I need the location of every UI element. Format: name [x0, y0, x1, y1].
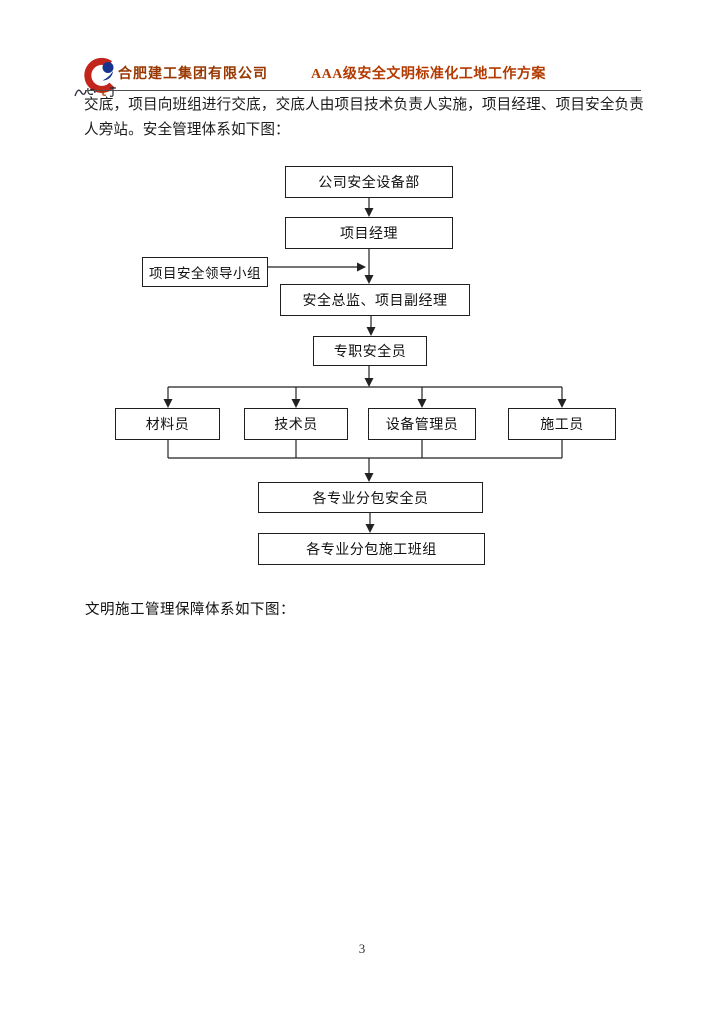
node-sub-construction-teams: 各专业分包施工班组	[258, 533, 485, 565]
node-material-clerk: 材料员	[115, 408, 220, 440]
header-divider	[85, 90, 641, 91]
node-project-manager: 项目经理	[285, 217, 453, 249]
company-logo-icon	[84, 57, 115, 93]
node-safety-director: 安全总监、项目副经理	[280, 284, 470, 316]
node-construction-worker: 施工员	[508, 408, 616, 440]
page-number: 3	[358, 941, 366, 956]
node-equipment-manager: 设备管理员	[368, 408, 476, 440]
node-safety-leading-group: 项目安全领导小组	[142, 257, 268, 287]
node-company-safety-dept: 公司安全设备部	[285, 166, 453, 198]
flowchart-connectors	[163, 198, 567, 533]
body-paragraph: 交底，项目向班组进行交底，交底人由项目技术负责人实施，项目经理、项目安全负责人旁…	[84, 97, 644, 138]
node-sub-safety-officers: 各专业分包安全员	[258, 482, 483, 513]
node-technician: 技术员	[244, 408, 348, 440]
civilized-construction-caption: 文明施工管理保障体系如下图：	[85, 602, 295, 618]
safety-management-flowchart: 公司安全设备部 项目经理 项目安全领导小组 安全总监、项目副经理 专职安全员 材…	[0, 160, 724, 580]
header-company-name: 合肥建工集团有限公司	[118, 67, 268, 82]
header-document-title: AAA级安全文明标准化工地工作方案	[311, 67, 546, 82]
node-fulltime-safety-officer: 专职安全员	[313, 336, 427, 366]
